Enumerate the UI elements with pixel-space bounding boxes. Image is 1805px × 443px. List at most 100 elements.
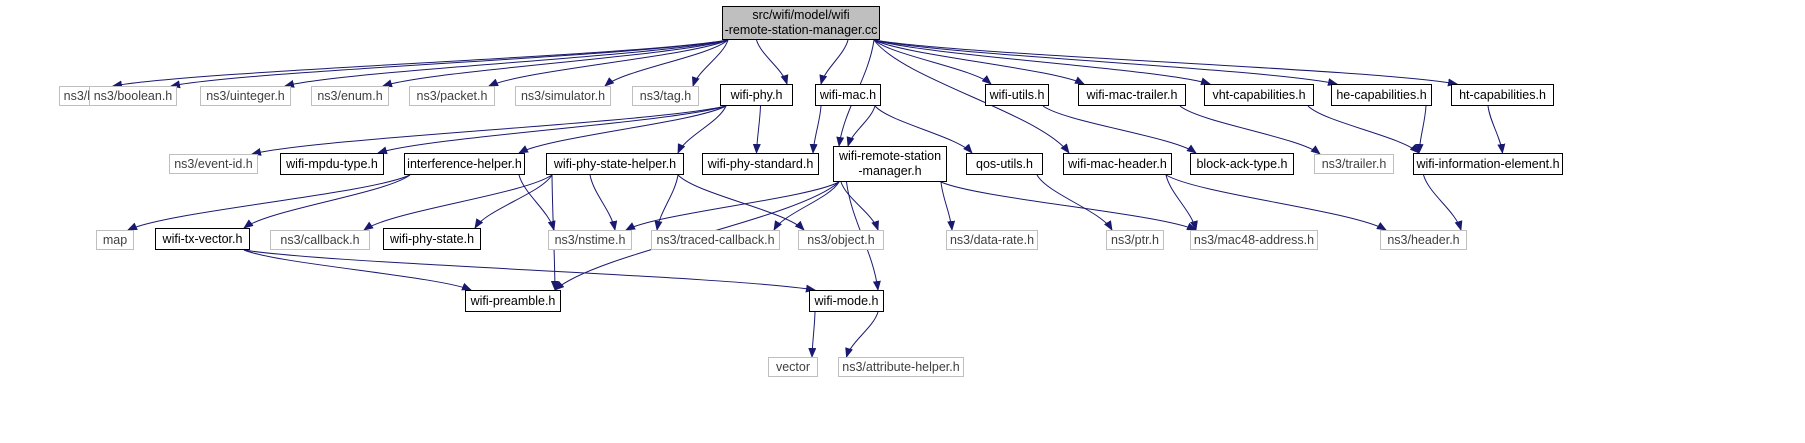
node-qosutils[interactable]: qos-utils.h: [966, 153, 1043, 175]
node-label: wifi-phy.h: [730, 87, 783, 102]
edge-statehelper-to-object: [677, 174, 805, 231]
node-wifiutils[interactable]: wifi-utils.h: [985, 84, 1049, 106]
node-label: ns3/data-rate.h: [949, 232, 1035, 247]
edge-txvector-to-wifimode: [243, 249, 816, 293]
edge-root-to-tag: [691, 39, 729, 87]
edge-wifimode-to-vector: [808, 311, 817, 358]
node-label: ns3/simulator.h: [520, 88, 606, 103]
node-blockack[interactable]: block-ack-type.h: [1190, 153, 1294, 175]
edge-txvector-to-preamble: [243, 249, 472, 291]
node-preamble[interactable]: wifi-preamble.h: [465, 290, 561, 312]
edge-root-to-wifiutils: [873, 39, 992, 85]
node-label: block-ack-type.h: [1196, 156, 1288, 171]
edge-statehelper-to-callback: [363, 174, 553, 231]
node-label: wifi-information-element.h: [1416, 156, 1560, 171]
node-wifiphy[interactable]: wifi-phy.h: [720, 84, 793, 106]
edge-interference-to-nstime: [518, 174, 556, 231]
node-header: ns3/header.h: [1380, 230, 1467, 250]
node-phystate[interactable]: wifi-phy-state.h: [383, 228, 481, 250]
node-label: wifi-phy-standard.h: [707, 156, 814, 171]
node-label: wifi-mode.h: [814, 293, 879, 308]
edge-macheader-to-mac48: [1165, 174, 1198, 231]
node-trailer: ns3/trailer.h: [1314, 154, 1394, 174]
edge-wifiphy-to-phystandard: [752, 105, 761, 154]
node-vector: vector: [768, 357, 818, 377]
node-label: wifi-phy-state-helper.h: [553, 156, 677, 171]
node-wifimactrailer[interactable]: wifi-mac-trailer.h: [1078, 84, 1186, 106]
edge-root-to-log: [112, 39, 729, 89]
edge-rsm-to-tracedcb: [773, 181, 840, 231]
node-eventid: ns3/event-id.h: [169, 154, 258, 174]
node-packet: ns3/packet.h: [409, 86, 495, 106]
node-label: wifi-mpdu-type.h: [286, 156, 378, 171]
node-boolean: ns3/boolean.h: [89, 86, 177, 106]
edge-wifimac-to-qosutils: [874, 105, 973, 154]
edge-root-to-wifimactrailer: [873, 39, 1085, 85]
node-nstime: ns3/nstime.h: [548, 230, 632, 250]
node-label: map: [102, 232, 128, 247]
node-label: ns3/boolean.h: [93, 88, 173, 103]
edge-wifimode-to-attrhelper: [845, 311, 879, 358]
node-object: ns3/object.h: [798, 230, 884, 250]
edge-vhtcap-to-infoelem: [1307, 105, 1420, 154]
edge-wifiutils-to-blockack: [1042, 105, 1197, 154]
node-ptr: ns3/ptr.h: [1106, 230, 1164, 250]
node-label: ns3/header.h: [1387, 232, 1460, 247]
node-label: ns3/traced-callback.h: [656, 232, 775, 247]
node-label: wifi-remote-station-manager.h: [838, 149, 942, 178]
node-label: ns3/packet.h: [416, 88, 488, 103]
node-infoelem[interactable]: wifi-information-element.h: [1413, 153, 1563, 175]
node-enum: ns3/enum.h: [311, 86, 389, 106]
node-label: ns3/tag.h: [639, 88, 692, 103]
node-label: ns3/nstime.h: [554, 232, 626, 247]
edge-rsm-to-object: [840, 181, 879, 231]
edge-infoelem-to-header: [1423, 174, 1463, 231]
node-label: ns3/event-id.h: [174, 156, 253, 171]
edge-wifimac-to-phystandard: [809, 105, 822, 154]
edge-statehelper-to-nstime: [589, 174, 618, 231]
edge-root-to-wifiphy: [756, 39, 789, 85]
node-wifimode[interactable]: wifi-mode.h: [809, 290, 884, 312]
edge-root-to-boolean: [170, 39, 729, 89]
node-mpdutype[interactable]: wifi-mpdu-type.h: [280, 153, 384, 175]
node-vhtcap[interactable]: vht-capabilities.h: [1204, 84, 1314, 106]
node-datarate: ns3/data-rate.h: [946, 230, 1038, 250]
edge-htcap-to-infoelem: [1487, 105, 1506, 154]
node-wifimac[interactable]: wifi-mac.h: [815, 84, 881, 106]
node-root[interactable]: src/wifi/model/wifi-remote-station-manag…: [722, 6, 880, 40]
node-statehelper[interactable]: wifi-phy-state-helper.h: [546, 153, 684, 175]
node-callback: ns3/callback.h: [270, 230, 370, 250]
node-label: he-capabilities.h: [1336, 87, 1427, 102]
node-label: vht-capabilities.h: [1212, 87, 1306, 102]
edge-root-to-htcap: [873, 39, 1458, 87]
edge-root-to-wifimac: [819, 39, 849, 85]
edge-wifimactrailer-to-trailer: [1179, 105, 1321, 155]
edge-root-to-hecap: [873, 39, 1338, 86]
node-txvector[interactable]: wifi-tx-vector.h: [155, 228, 250, 250]
edge-root-to-macheader: [873, 39, 1070, 154]
node-uinteger: ns3/uinteger.h: [200, 86, 291, 106]
edge-root-to-enum: [382, 39, 729, 88]
edge-root-to-vhtcap: [873, 39, 1211, 86]
node-label: wifi-tx-vector.h: [162, 231, 243, 246]
edge-wifiphy-to-interference: [518, 105, 727, 154]
node-phystandard[interactable]: wifi-phy-standard.h: [702, 153, 819, 175]
node-tracedcb: ns3/traced-callback.h: [651, 230, 780, 250]
edge-root-to-simulator: [604, 39, 729, 87]
edge-root-to-packet: [488, 39, 729, 87]
node-attrhelper: ns3/attribute-helper.h: [838, 357, 964, 377]
node-rsm[interactable]: wifi-remote-station-manager.h: [833, 146, 947, 182]
edge-statehelper-to-phystate: [474, 174, 553, 229]
node-label: wifi-mac.h: [819, 87, 877, 102]
node-hecap[interactable]: he-capabilities.h: [1331, 84, 1432, 106]
node-htcap[interactable]: ht-capabilities.h: [1451, 84, 1554, 106]
node-label: interference-helper.h: [407, 156, 522, 171]
node-label: ns3/enum.h: [317, 88, 383, 103]
edge-rsm-to-nstime: [625, 181, 840, 231]
edge-wifimac-to-rsm: [846, 105, 876, 147]
node-interference[interactable]: interference-helper.h: [404, 153, 525, 175]
node-macheader[interactable]: wifi-mac-header.h: [1063, 153, 1172, 175]
node-label: ns3/object.h: [807, 232, 875, 247]
edge-wifiphy-to-statehelper: [677, 105, 727, 154]
